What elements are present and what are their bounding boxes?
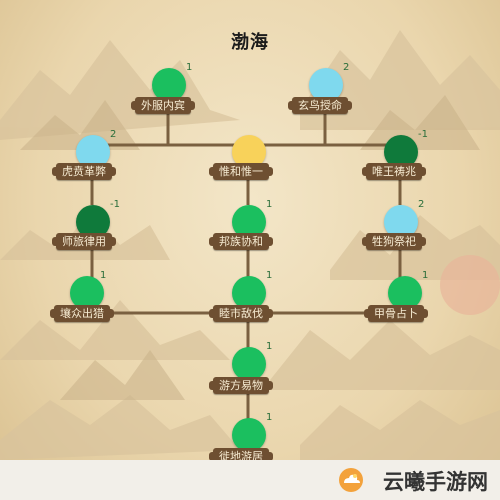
node-label: 唯王祷兆 [362,163,426,180]
node-level: 1 [266,412,273,423]
node-level: 1 [186,62,193,73]
cloud-logo-icon [339,468,363,492]
node-level: 1 [266,341,273,352]
node-level: -1 [110,199,120,210]
watermark-bar [0,460,500,500]
node-label: 甲骨占卜 [364,305,428,322]
node-label: 外服内宾 [131,97,195,114]
node-label: 玄鸟授命 [288,97,352,114]
node-level: 1 [266,199,273,210]
node-label: 游方易物 [209,377,273,394]
node-level: 1 [100,270,107,281]
node-label: 虎贲革弊 [52,163,116,180]
node-mushi-difa[interactable] [232,276,266,310]
node-xuanniao-shouming[interactable] [309,68,343,102]
node-label: 壤众出猎 [50,305,114,322]
node-level: 2 [343,62,350,73]
node-label: 邦族协和 [209,233,273,250]
node-xidi-youju[interactable] [232,418,266,452]
node-label: 牲狗祭祀 [362,233,426,250]
node-label: 惟和惟一 [209,163,273,180]
node-level: 1 [266,270,273,281]
node-level: -1 [418,129,428,140]
watermark-text: 云曦手游网 [383,470,488,494]
node-label: 师旅律用 [52,233,116,250]
node-level: 2 [110,129,117,140]
node-youfang-yiwu[interactable] [232,347,266,381]
node-level: 2 [418,199,425,210]
page-title: 渤海 [231,32,269,53]
node-rangzhong-chulie[interactable] [70,276,104,310]
node-jiagu-zhanbu[interactable] [388,276,422,310]
node-level: 1 [422,270,429,281]
node-waifu-neibin[interactable] [152,68,186,102]
node-label: 睦市敌伐 [209,305,273,322]
